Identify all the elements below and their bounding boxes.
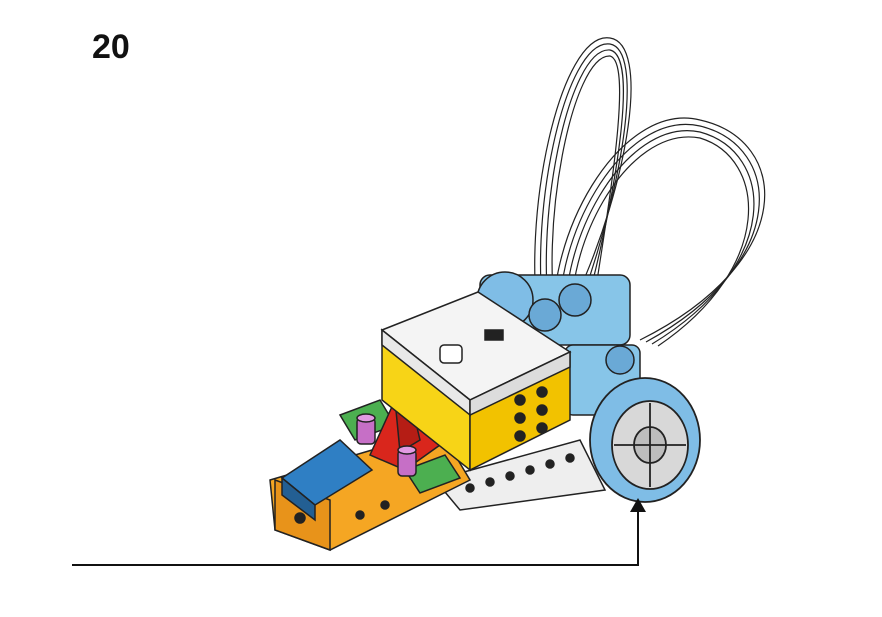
cone-magenta-right — [397, 445, 417, 477]
pointer-arrow — [72, 508, 639, 566]
base-plate-white — [433, 439, 607, 511]
cable-right-loop — [552, 117, 766, 347]
brick-blue — [280, 439, 374, 522]
arrow-up-icon — [630, 498, 646, 512]
hub — [380, 291, 572, 472]
brick-green-right — [403, 454, 462, 494]
wheel-icon — [589, 377, 701, 503]
cone-magenta-left — [356, 413, 376, 445]
step-number: 20 — [92, 28, 130, 66]
